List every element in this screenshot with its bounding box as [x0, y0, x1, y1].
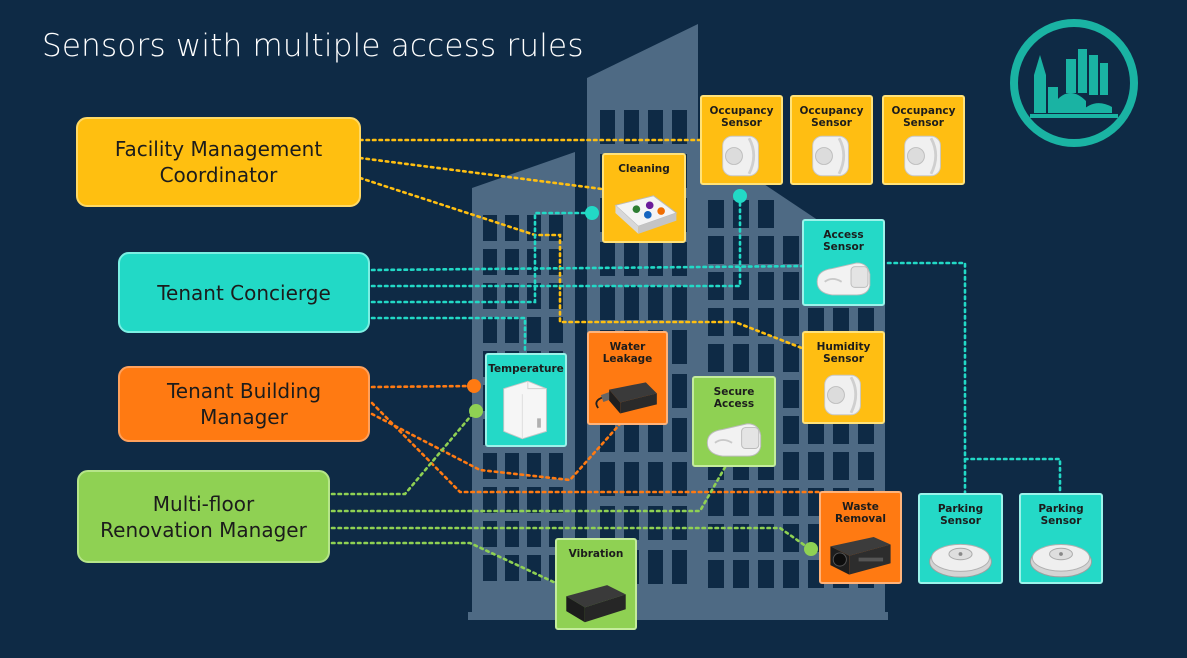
role-facility: Facility Management Coordinator	[76, 117, 361, 207]
sensor-label: Occupancy Sensor	[891, 105, 956, 130]
sensor-label: Parking Sensor	[1038, 503, 1084, 528]
sensor-occ3: Occupancy Sensor	[882, 95, 965, 185]
sensor-park2: Parking Sensor	[1019, 493, 1103, 584]
vibration-sensor-icon	[566, 585, 626, 623]
sensor-label: Parking Sensor	[937, 503, 984, 528]
sensor-humidity: Humidity Sensor	[802, 331, 885, 424]
connection-lines	[330, 138, 1062, 587]
parking-sensor-icon	[1030, 544, 1092, 578]
secure-access-sensor-icon	[706, 423, 762, 457]
sensor-label: Vibration	[568, 548, 624, 560]
sensor-label: Temperature	[488, 363, 564, 375]
water-leakage-sensor-icon	[595, 382, 657, 414]
sensor-label: Secure Access	[713, 386, 755, 411]
access-sensor-icon	[816, 262, 871, 296]
occupancy-sensor-icon	[904, 135, 941, 177]
sensor-access: Access Sensor	[802, 219, 885, 306]
humidity-sensor-icon	[824, 374, 861, 416]
role-building-mgr: Tenant Building Manager	[118, 366, 370, 442]
sensor-park1: Parking Sensor	[918, 493, 1003, 584]
sensor-temperature: Temperature	[485, 353, 567, 447]
occupancy-sensor-icon	[812, 135, 849, 177]
sensor-label: Waste Removal	[835, 501, 886, 526]
waste-removal-sensor-icon	[830, 536, 891, 575]
sensor-occ1: Occupancy Sensor	[700, 95, 783, 185]
parking-sensor-icon	[929, 543, 992, 578]
sensor-cleaning: Cleaning	[602, 153, 686, 243]
sensor-label: Occupancy Sensor	[799, 105, 864, 130]
slide-title: Sensors with multiple access rules	[42, 28, 584, 64]
temperature-sensor-icon	[503, 380, 547, 440]
sensor-label: Access Sensor	[823, 229, 864, 254]
sensor-label: Occupancy Sensor	[709, 105, 774, 130]
city-skyline-logo-icon	[1010, 19, 1138, 147]
sensor-water: Water Leakage	[587, 331, 668, 425]
sensor-occ2: Occupancy Sensor	[790, 95, 873, 185]
sensor-label: Water Leakage	[602, 341, 653, 366]
sensor-vibration: Vibration	[555, 538, 637, 630]
sensor-label: Cleaning	[618, 163, 670, 175]
role-concierge: Tenant Concierge	[118, 252, 370, 333]
sensor-label: Humidity Sensor	[816, 341, 871, 366]
occupancy-sensor-icon	[722, 135, 759, 177]
sensor-waste: Waste Removal	[819, 491, 902, 584]
cleaning-device-icon	[614, 195, 678, 234]
role-renovation: Multi-floor Renovation Manager	[77, 470, 330, 563]
sensor-secure: Secure Access	[692, 376, 776, 467]
